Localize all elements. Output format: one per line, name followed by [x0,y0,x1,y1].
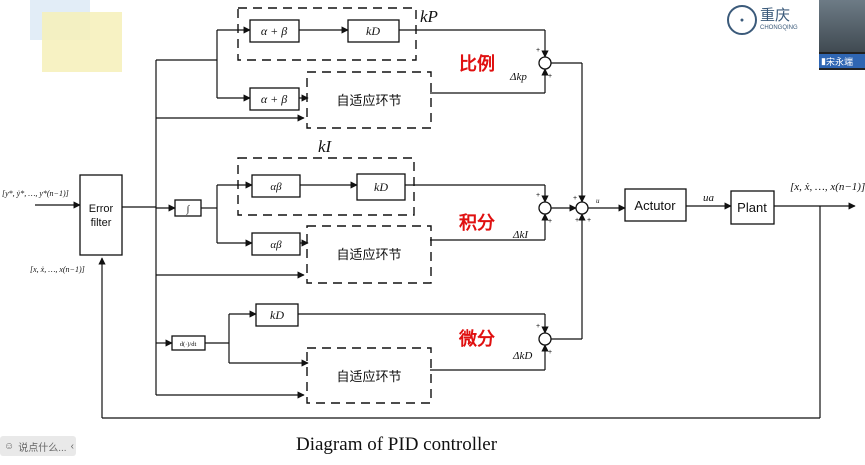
error-filter-text-1: Error [89,203,114,215]
d-adaptive-text: 自适应环节 [336,369,401,385]
p-gain-block [249,19,300,43]
actuator-text: Actutor [634,198,676,213]
d-kd-text: kD [270,308,284,322]
dkp-label: Δkp [509,71,527,83]
diagram-text: + [536,192,540,199]
i-sum-junction [538,201,552,215]
p-adapt-gain-text: α + β [261,92,287,106]
d-kd-block [255,303,299,327]
logo-subtext: CHONGQING [760,24,798,31]
diagram-text: + [536,323,540,330]
i-gain-block [251,174,301,198]
actuator-block [624,188,687,222]
university-logo: ● 重庆 CHONGQING [727,0,819,40]
seal-icon: ● [727,5,757,35]
integrator-block [174,199,202,217]
logo-text: 重庆 [760,7,791,25]
derivative-label: 微分 [458,328,495,350]
presenter-name-tag: ▮ 宋永端 [819,54,865,68]
error-filter-text-2: filter [91,217,112,229]
integrator-text: ∫ [186,204,191,215]
diagram-text: + [573,195,577,202]
comment-input[interactable]: ☺ 说点什么... ‹ [0,436,76,456]
i-dashed-group [237,157,415,216]
chevron-left-icon[interactable]: ‹ [70,440,74,452]
output-vector-label: [x, ẋ, …, x(n−1)] [790,181,865,193]
integral-label: 积分 [459,213,495,234]
comment-icon: ☺ [4,440,15,452]
proportional-label: 比例 [459,53,495,75]
ki-label: kI [318,137,333,156]
i-gain-text: αβ [270,181,282,193]
i-adapt-gain-block [251,232,301,256]
diagram-text: + [575,217,579,224]
differentiator-text: d(·)/dt [180,341,197,348]
i-kd-text: kD [374,180,388,194]
main-sum-junction [575,201,589,215]
dki-label: ΔkI [512,229,529,241]
i-adapt-gain-text: αβ [270,239,282,251]
i-adaptive-text: 自适应环节 [336,247,401,263]
p-adapt-gain-block [249,87,300,111]
p-kd-block [347,19,400,43]
mic-icon: ▮ [821,55,826,66]
p-sum-junction [538,56,552,70]
d-sum-junction [538,332,552,346]
p-dashed-group [237,7,417,61]
kp-label: kP [420,7,438,26]
ua-label: ua [703,192,715,204]
i-adaptive-dashed [306,225,432,284]
i-kd-block [356,173,406,201]
diagram-text: + [548,218,552,225]
plant-text: Plant [737,200,767,215]
presenter-video[interactable]: ▮ 宋永端 [819,0,865,70]
p-kd-text: kD [366,24,380,38]
diagram-text: + [548,349,552,356]
p-gain-text: α + β [261,24,287,38]
plant-block [730,190,775,225]
diagram-text: + [587,217,591,224]
feedback-vector-label: [x, ẋ, …, x(n−1)] [30,265,85,274]
diagram-text: + [536,47,540,54]
dkd-label: ΔkD [512,350,532,362]
error-filter-block [79,174,123,256]
u-label: u [596,197,600,205]
input-vector-label: [y*, ẏ*, …, y*(n−1)] [2,189,69,198]
p-adaptive-text: 自适应环节 [336,93,401,109]
decorative-blur-yellow [42,12,122,72]
p-adaptive-dashed [306,71,432,129]
camera-feed [819,0,865,52]
differentiator-block [171,335,206,351]
diagram-text: + [548,73,552,80]
d-adaptive-dashed [306,347,432,404]
diagram-caption: Diagram of PID controller [296,434,498,455]
